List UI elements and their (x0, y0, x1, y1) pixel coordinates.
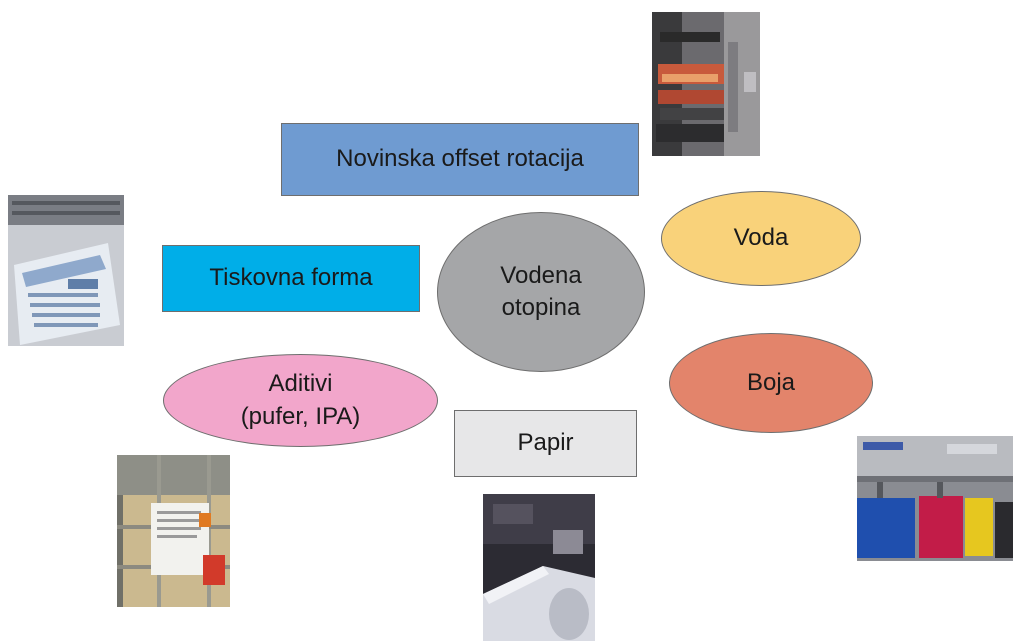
node-additives-label: Aditivi (pufer, IPA) (240, 370, 361, 430)
node-fountain-solution-label: Vodena otopina (500, 261, 582, 321)
node-paper: Papir (454, 410, 637, 477)
node-ink: Boja (669, 333, 873, 433)
node-newspaper-press-label: Novinska offset rotacija (336, 145, 584, 173)
node-newspaper-press: Novinska offset rotacija (281, 123, 639, 196)
node-additives: Aditivi (pufer, IPA) (163, 354, 438, 447)
node-printing-plate: Tiskovna forma (162, 245, 420, 312)
node-ink-label: Boja (746, 368, 796, 396)
printing-press-photo (652, 12, 760, 156)
ink-containers-photo (857, 436, 1013, 561)
node-water-label: Voda (733, 224, 789, 252)
node-paper-label: Papir (517, 429, 574, 457)
additive-container-photo (117, 455, 230, 607)
printing-plate-photo (8, 195, 124, 346)
node-water: Voda (661, 191, 861, 286)
node-printing-plate-label: Tiskovna forma (209, 264, 373, 292)
paper-roll-photo (483, 494, 595, 641)
node-fountain-solution: Vodena otopina (437, 212, 645, 372)
